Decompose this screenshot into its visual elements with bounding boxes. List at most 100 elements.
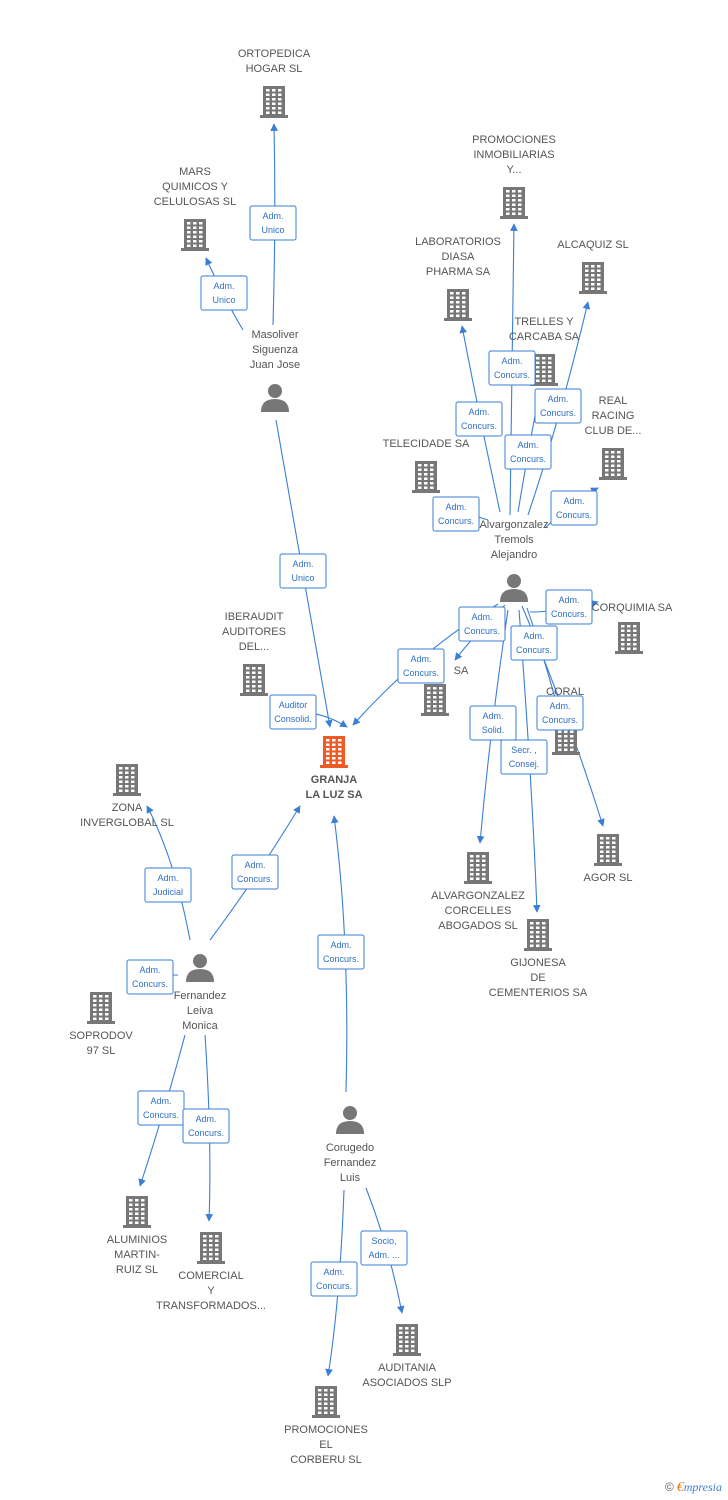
node-label: Monica: [182, 1020, 218, 1032]
edge-label-box: [432, 496, 480, 532]
node-label: CORBERU SL: [290, 1454, 362, 1466]
edge-label-text: Adm. ...: [368, 1250, 399, 1260]
node-alcaquiz[interactable]: ALCAQUIZ SL: [557, 239, 629, 294]
edge-label-e-alv-agor[interactable]: Adm.Concurs.: [510, 625, 558, 661]
edge-label-box: [200, 275, 248, 311]
building-icon: [181, 219, 209, 251]
edge-label-box: [536, 695, 584, 731]
edge-label-box: [500, 739, 548, 775]
edge-label-text: Adm.: [157, 873, 178, 883]
edge-label-e-fer-soprodov[interactable]: Adm.Concurs.: [126, 959, 174, 995]
edge-label-e-fer-granja[interactable]: Adm.Concurs.: [231, 854, 279, 890]
edge-label-e-alv-real[interactable]: Adm.Concurs.: [550, 490, 598, 526]
edge-label-e-fer-comercial[interactable]: Adm.Concurs.: [182, 1108, 230, 1144]
edge-label-e-alv-abog[interactable]: Adm.Solid.: [469, 705, 517, 741]
building-icon: [444, 289, 472, 321]
node-label: ORTOPEDICA: [238, 48, 311, 60]
edge-label-text: Adm.: [244, 860, 265, 870]
node-label: QUIMICOS Y: [162, 181, 228, 193]
edge-label-e-alv-hidden[interactable]: Adm.Concurs.: [458, 606, 506, 642]
edge-label-e-alv-telecidade[interactable]: Adm.Concurs.: [432, 496, 480, 532]
node-telecidade[interactable]: TELECIDADE SA: [383, 438, 470, 493]
building-icon: [260, 86, 288, 118]
node-comercial[interactable]: COMERCIALYTRANSFORMADOS...: [156, 1232, 266, 1312]
edge-label-text: Concurs.: [438, 516, 474, 526]
edge-label-e-alv-gijon[interactable]: Secr. ,Consej.: [500, 739, 548, 775]
node-label: CLUB DE...: [585, 425, 642, 437]
edge-label-e-mas-orto[interactable]: Adm.Unico: [249, 205, 297, 241]
edge-label-e-alv-trelles[interactable]: Adm.Concurs.: [504, 434, 552, 470]
node-label: Fernandez: [174, 990, 227, 1002]
node-label: ALVARGONZALEZ: [431, 890, 525, 902]
node-label: EL: [319, 1439, 332, 1451]
edge-label-text: Unico: [212, 295, 235, 305]
edge-label-box: [144, 867, 192, 903]
node-label: Juan Jose: [250, 359, 300, 371]
edge-label-e-alv-lab[interactable]: Adm.Concurs.: [455, 401, 503, 437]
building-icon: [412, 461, 440, 493]
edge-label-e-alv-granja[interactable]: Adm.Concurs.: [397, 648, 445, 684]
edge-label-e-fer-zona[interactable]: Adm.Judicial: [144, 867, 192, 903]
node-corquimia[interactable]: CORQUIMIA SA: [592, 602, 673, 654]
edge-label-text: Concurs.: [403, 668, 439, 678]
edge-label-e-mas-granja[interactable]: Adm.Unico: [279, 553, 327, 589]
edge-label-text: Concurs.: [494, 370, 530, 380]
edge-label-box: [469, 705, 517, 741]
node-label: DE: [530, 972, 545, 984]
node-label: LABORATORIOS: [415, 236, 501, 248]
node-label: PROMOCIONES: [472, 134, 556, 146]
brand-initial: €: [676, 1480, 684, 1495]
edge-label-text: Adm.: [523, 631, 544, 641]
edge-label-text: Unico: [291, 573, 314, 583]
edge-label-e-alv-coral[interactable]: Adm.Concurs.: [536, 695, 584, 731]
edge-label-e-alv-promo[interactable]: Adm.Concurs.: [488, 350, 536, 386]
edge-label-text: Concurs.: [556, 510, 592, 520]
edge-label-e-fer-alum[interactable]: Adm.Concurs.: [137, 1090, 185, 1126]
node-label: AGOR SL: [584, 872, 633, 884]
edge-label-e-alv-alcaquiz[interactable]: Adm.Concurs.: [534, 388, 582, 424]
brand-footer[interactable]: ©€mpresia: [665, 1480, 722, 1496]
edge-label-e-mas-mars[interactable]: Adm. Unico: [200, 275, 248, 311]
building-icon: [87, 992, 115, 1024]
edge-label-e-alv-corquimia[interactable]: Adm.Concurs.: [545, 589, 593, 625]
edge-label-text: Adm.: [213, 281, 234, 291]
edge-label-box: [458, 606, 506, 642]
node-promociones-inm[interactable]: PROMOCIONESINMOBILIARIASY...: [472, 134, 556, 219]
node-label: GRANJA: [311, 774, 358, 786]
edge-label-text: Secr. ,: [511, 745, 537, 755]
edge-label-e-cor-granja[interactable]: Adm.Concurs.: [317, 934, 365, 970]
edge-label-text: Adm.: [517, 440, 538, 450]
node-label: CORQUIMIA SA: [592, 602, 673, 614]
building-icon: [579, 262, 607, 294]
node-agor[interactable]: AGOR SL: [584, 834, 633, 884]
node-hidden-sa[interactable]: SA: [421, 665, 469, 716]
building-icon: [530, 354, 558, 386]
node-label: IBERAUDIT: [225, 611, 284, 623]
edge-label-text: Concurs.: [551, 609, 587, 619]
node-iberaudit[interactable]: IBERAUDITAUDITORESDEL...: [222, 611, 286, 696]
edge-label-text: Adm.: [195, 1114, 216, 1124]
node-label: INMOBILIARIAS: [473, 149, 554, 161]
edge-label-e-cor-auditania[interactable]: Socio,Adm. ...: [360, 1230, 408, 1266]
person-icon: [261, 384, 289, 412]
edge-label-e-cor-promo[interactable]: Adm.Concurs.: [310, 1261, 358, 1297]
